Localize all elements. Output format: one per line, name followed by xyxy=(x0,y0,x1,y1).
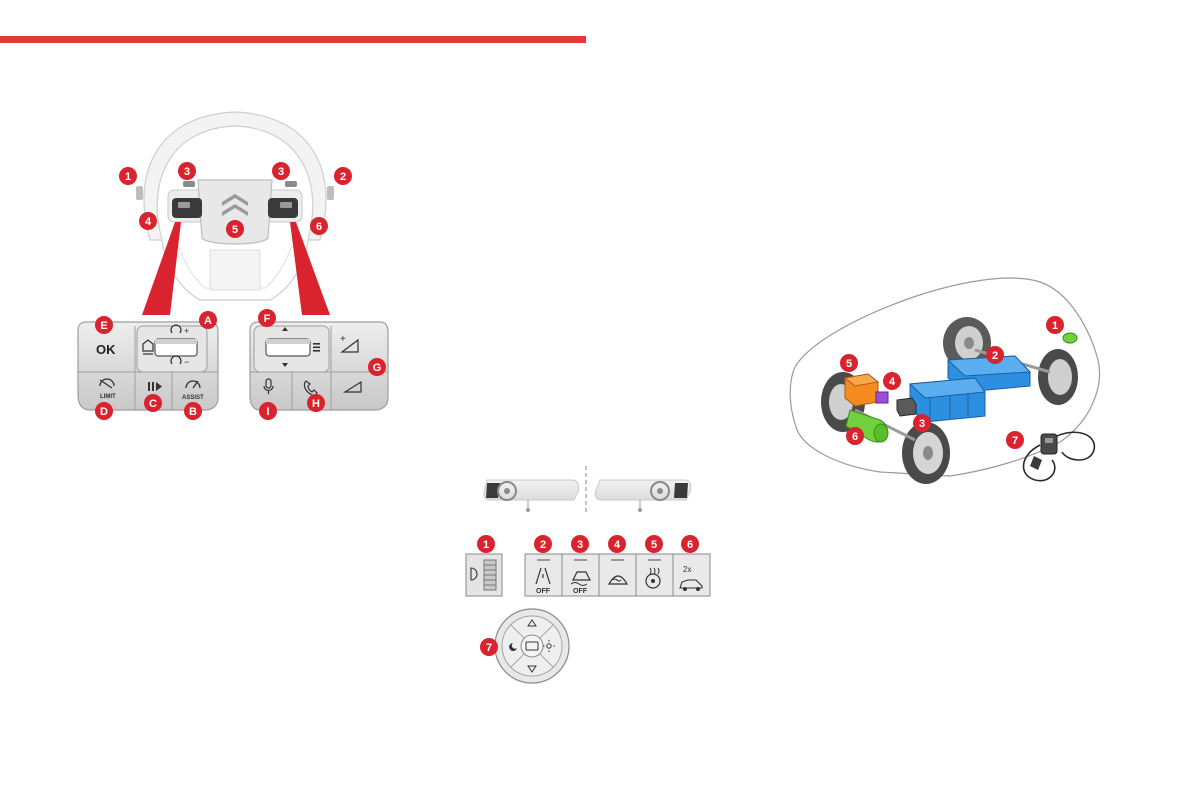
svg-text:5: 5 xyxy=(232,224,238,236)
svg-text:6: 6 xyxy=(852,431,858,443)
svg-text:−: − xyxy=(184,357,189,367)
svg-text:G: G xyxy=(373,362,382,374)
wheel-badge-4: 4 xyxy=(139,212,157,230)
svg-text:+: + xyxy=(184,326,189,336)
svg-text:F: F xyxy=(264,313,271,325)
car-badge-5: 5 xyxy=(840,354,858,372)
svg-text:D: D xyxy=(100,406,108,418)
wheel-badge-3-right: 3 xyxy=(272,162,290,180)
button-strip xyxy=(525,554,710,596)
control-badge-4: 4 xyxy=(608,535,626,553)
dashboard-controls-diagram: OFF OFF 2x 1 2 3 xyxy=(466,466,710,683)
svg-text:2x: 2x xyxy=(683,565,691,574)
panel-badge-C: C xyxy=(144,394,162,412)
wheel-badge-3-left: 3 xyxy=(178,162,196,180)
panel-badge-I: I xyxy=(259,402,277,420)
panel-badge-H: H xyxy=(307,394,325,412)
menu-list-icon[interactable] xyxy=(313,343,320,352)
svg-text:OFF: OFF xyxy=(536,588,551,595)
svg-text:3: 3 xyxy=(919,418,925,430)
panel-badge-F: F xyxy=(258,309,276,327)
control-badge-6: 6 xyxy=(681,535,699,553)
svg-text:5: 5 xyxy=(651,539,657,551)
wheel-badge-1: 1 xyxy=(119,167,137,185)
svg-text:3: 3 xyxy=(577,539,583,551)
panel-badge-B: B xyxy=(184,402,202,420)
svg-text:1: 1 xyxy=(1052,320,1058,332)
svg-text:A: A xyxy=(204,315,212,327)
svg-text:ASSIST: ASSIST xyxy=(182,395,204,401)
headlamp-adjust-control[interactable] xyxy=(466,554,502,596)
wheel-badge-6: 6 xyxy=(310,217,328,235)
svg-text:2: 2 xyxy=(340,171,346,183)
car-badge-1: 1 xyxy=(1046,316,1064,334)
svg-text:7: 7 xyxy=(486,642,492,654)
svg-text:3: 3 xyxy=(278,166,284,178)
control-badge-5: 5 xyxy=(645,535,663,553)
svg-text:I: I xyxy=(266,406,269,418)
svg-text:C: C xyxy=(149,398,157,410)
svg-text:7: 7 xyxy=(1012,435,1018,447)
svg-text:H: H xyxy=(312,398,320,410)
svg-text:B: B xyxy=(189,406,197,418)
car-badge-6: 6 xyxy=(846,427,864,445)
panel-badge-A: A xyxy=(199,311,217,329)
svg-text:2: 2 xyxy=(540,539,546,551)
svg-text:1: 1 xyxy=(483,539,489,551)
wheel-badge-5: 5 xyxy=(226,220,244,238)
control-badge-1: 1 xyxy=(477,535,495,553)
panel-badge-G: G xyxy=(368,358,386,376)
hybrid-car-diagram: 1 2 3 4 5 6 7 xyxy=(790,278,1099,484)
lighting-control-knob[interactable] xyxy=(495,609,569,683)
left-switch-panel: + − OK LIMIT ASSIST E xyxy=(78,311,218,420)
svg-text:6: 6 xyxy=(316,221,322,233)
svg-text:1: 1 xyxy=(125,171,131,183)
svg-text:3: 3 xyxy=(184,166,190,178)
svg-text:OFF: OFF xyxy=(573,588,588,595)
svg-text:4: 4 xyxy=(889,376,896,388)
right-switch-panel: + F G I H xyxy=(250,309,388,420)
steering-wheel-diagram: 1 2 3 3 4 5 6 xyxy=(119,112,352,315)
svg-text:LIMIT: LIMIT xyxy=(100,394,116,400)
ok-button[interactable]: OK xyxy=(96,342,116,357)
car-badge-2: 2 xyxy=(986,346,1004,364)
panel-badge-D: D xyxy=(95,402,113,420)
car-badge-4: 4 xyxy=(883,372,901,390)
rhd-dashboard xyxy=(595,480,691,512)
svg-text:5: 5 xyxy=(846,358,852,370)
svg-text:+: + xyxy=(340,334,346,345)
wheel-badge-2: 2 xyxy=(334,167,352,185)
car-badge-3: 3 xyxy=(913,414,931,432)
svg-text:4: 4 xyxy=(614,539,621,551)
svg-text:2: 2 xyxy=(992,350,998,362)
svg-text:E: E xyxy=(100,320,107,332)
panel-badge-E: E xyxy=(95,316,113,334)
control-badge-7: 7 xyxy=(480,638,498,656)
control-badge-2: 2 xyxy=(534,535,552,553)
svg-text:4: 4 xyxy=(145,216,152,228)
car-badge-7: 7 xyxy=(1006,431,1024,449)
svg-text:6: 6 xyxy=(687,539,693,551)
control-badge-3: 3 xyxy=(571,535,589,553)
lhd-dashboard xyxy=(484,480,579,512)
